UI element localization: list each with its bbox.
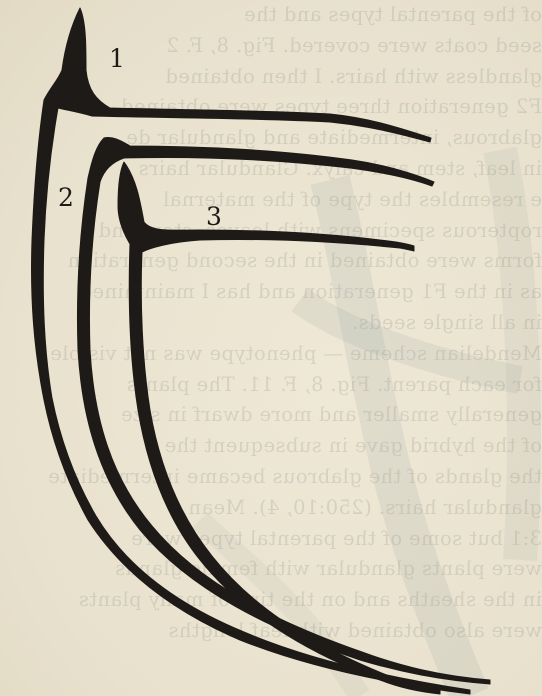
figure-label-1: 1	[109, 46, 125, 71]
hair-form-1	[32, 8, 471, 694]
figure-label-3: 3	[206, 204, 222, 229]
figure-label-2: 2	[58, 185, 74, 210]
hair-form-3	[118, 162, 440, 694]
